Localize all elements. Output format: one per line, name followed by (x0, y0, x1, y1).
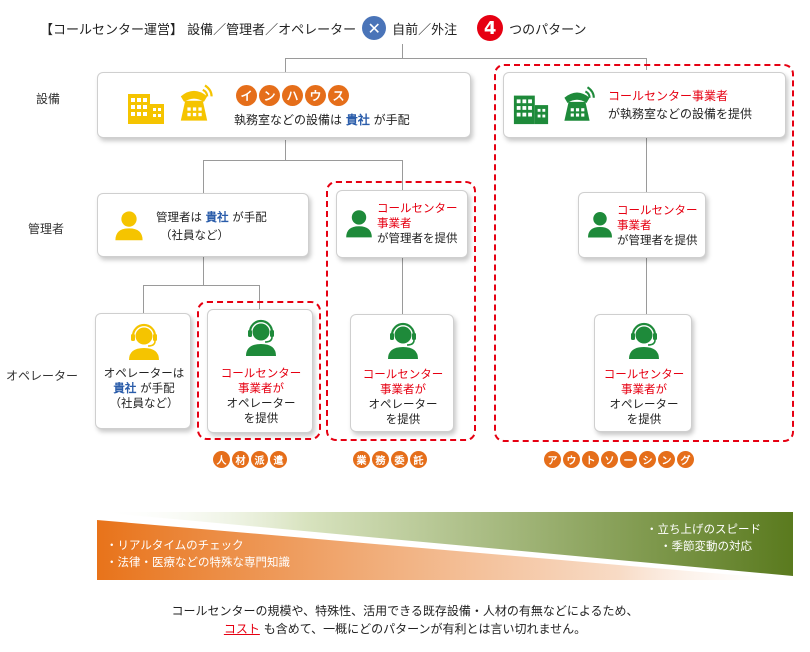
row-label-operator: オペレーター (6, 369, 79, 383)
connector-inhouse (285, 58, 286, 80)
inhouse-facility-box: インハウス 執務室などの設備は 貴社 が手配 (97, 72, 471, 138)
headset-icon (241, 316, 281, 358)
operator-vendor-box: コールセンター 事業者が オペレーター を提供 (350, 314, 454, 432)
operator-vendor-text: コールセンター 事業者が オペレーター を提供 (603, 367, 685, 426)
operator-vendor-box: コールセンター 事業者が オペレーター を提供 (594, 314, 692, 432)
connector-top (402, 44, 403, 58)
cost-link[interactable]: コスト (223, 622, 260, 636)
group-outsourcing (494, 64, 794, 442)
title-part2: 自前／外注 (392, 22, 458, 38)
label-haken: 人材派遣 (213, 451, 287, 468)
manager-vendor-text: コールセンター 事業者 が管理者を提供 (617, 203, 698, 247)
manager-vendor-text: コールセンター 事業者 が管理者を提供 (377, 201, 458, 245)
phone-icon (172, 79, 216, 127)
operator-vendor-text: コールセンター 事業者が オペレーター を提供 (220, 366, 302, 425)
inhouse-desc: 執務室などの設備は 貴社 が手配 (234, 113, 410, 127)
operator-vendor-text: コールセンター 事業者が オペレーター を提供 (362, 367, 444, 426)
row-label-facility: 設備 (36, 92, 61, 106)
person-icon (585, 207, 615, 241)
connector-mgr-self (203, 160, 204, 193)
connector-op-self (143, 285, 144, 313)
orange-wedge (97, 520, 793, 580)
number-four-badge: 4 (477, 15, 504, 41)
manager-vendor-box: コールセンター 事業者 が管理者を提供 (336, 190, 468, 258)
connector-mgr-down (203, 257, 204, 285)
headset-icon (624, 319, 664, 361)
operator-vendor-box: コールセンター 事業者が オペレーター を提供 (207, 309, 313, 433)
comparison-gradient (97, 512, 793, 580)
connector-mid-h (203, 160, 403, 161)
connector-outsrc-down1 (646, 128, 647, 192)
vendor-facility-title: コールセンター事業者 (608, 89, 729, 103)
group-haken (197, 301, 321, 440)
bottom-note: コールセンターの規模や、特殊性、活用できる既存設備・人材の有無などによるため、 … (171, 604, 639, 636)
connector-op-vendor (259, 285, 260, 309)
inhouse-badge: インハウス (236, 85, 349, 106)
connector-op-h (143, 285, 260, 286)
row-label-manager: 管理者 (28, 222, 65, 236)
title-part3: つのパターン (509, 22, 587, 38)
building-icon (512, 87, 550, 127)
manager-self-box: 管理者は 貴社 が手配 （社員など） (97, 193, 309, 257)
connector-inhouse-down (285, 140, 286, 160)
connector-mgr-vendor (402, 160, 403, 190)
vendor-facility-box: コールセンター事業者 が執務室などの設備を提供 (503, 72, 786, 138)
vendor-facility-desc: が執務室などの設備を提供 (608, 107, 753, 121)
person-icon (343, 205, 375, 241)
green-wedge (97, 512, 793, 576)
connector-outsrc-down2 (646, 258, 647, 314)
group-itaku (326, 181, 476, 441)
gradient-right-list: ・立ち上げのスピード ・季節変動の対応 (646, 522, 761, 553)
cross-icon: ✕ (362, 16, 387, 40)
operator-self-text: オペレーターは 貴社 が手配 （社員など） (103, 366, 185, 410)
headset-icon (383, 319, 423, 361)
connector-top-h (285, 58, 647, 59)
person-icon (112, 206, 146, 244)
connector-itaku-down (402, 258, 403, 314)
label-itaku: 業務委託 (353, 451, 427, 468)
manager-self-desc: 管理者は 貴社 が手配 (156, 210, 267, 224)
phone-icon (556, 81, 598, 127)
label-outsourcing: アウトソーシング (544, 451, 694, 468)
headset-icon (124, 320, 164, 362)
manager-self-sub: （社員など） (160, 228, 229, 242)
title-part1: 【コールセンター運営】 設備／管理者／オペレーター (40, 22, 357, 38)
page-title: 【コールセンター運営】 設備／管理者／オペレーター ✕ 自前／外注 4 つのパタ… (40, 8, 800, 48)
gradient-left-list: ・リアルタイムのチェック ・法律・医療などの特殊な専門知識 (106, 538, 290, 569)
operator-self-box: オペレーターは 貴社 が手配 （社員など） (95, 313, 191, 429)
manager-vendor-box: コールセンター 事業者 が管理者を提供 (578, 192, 706, 258)
building-icon (126, 85, 166, 127)
